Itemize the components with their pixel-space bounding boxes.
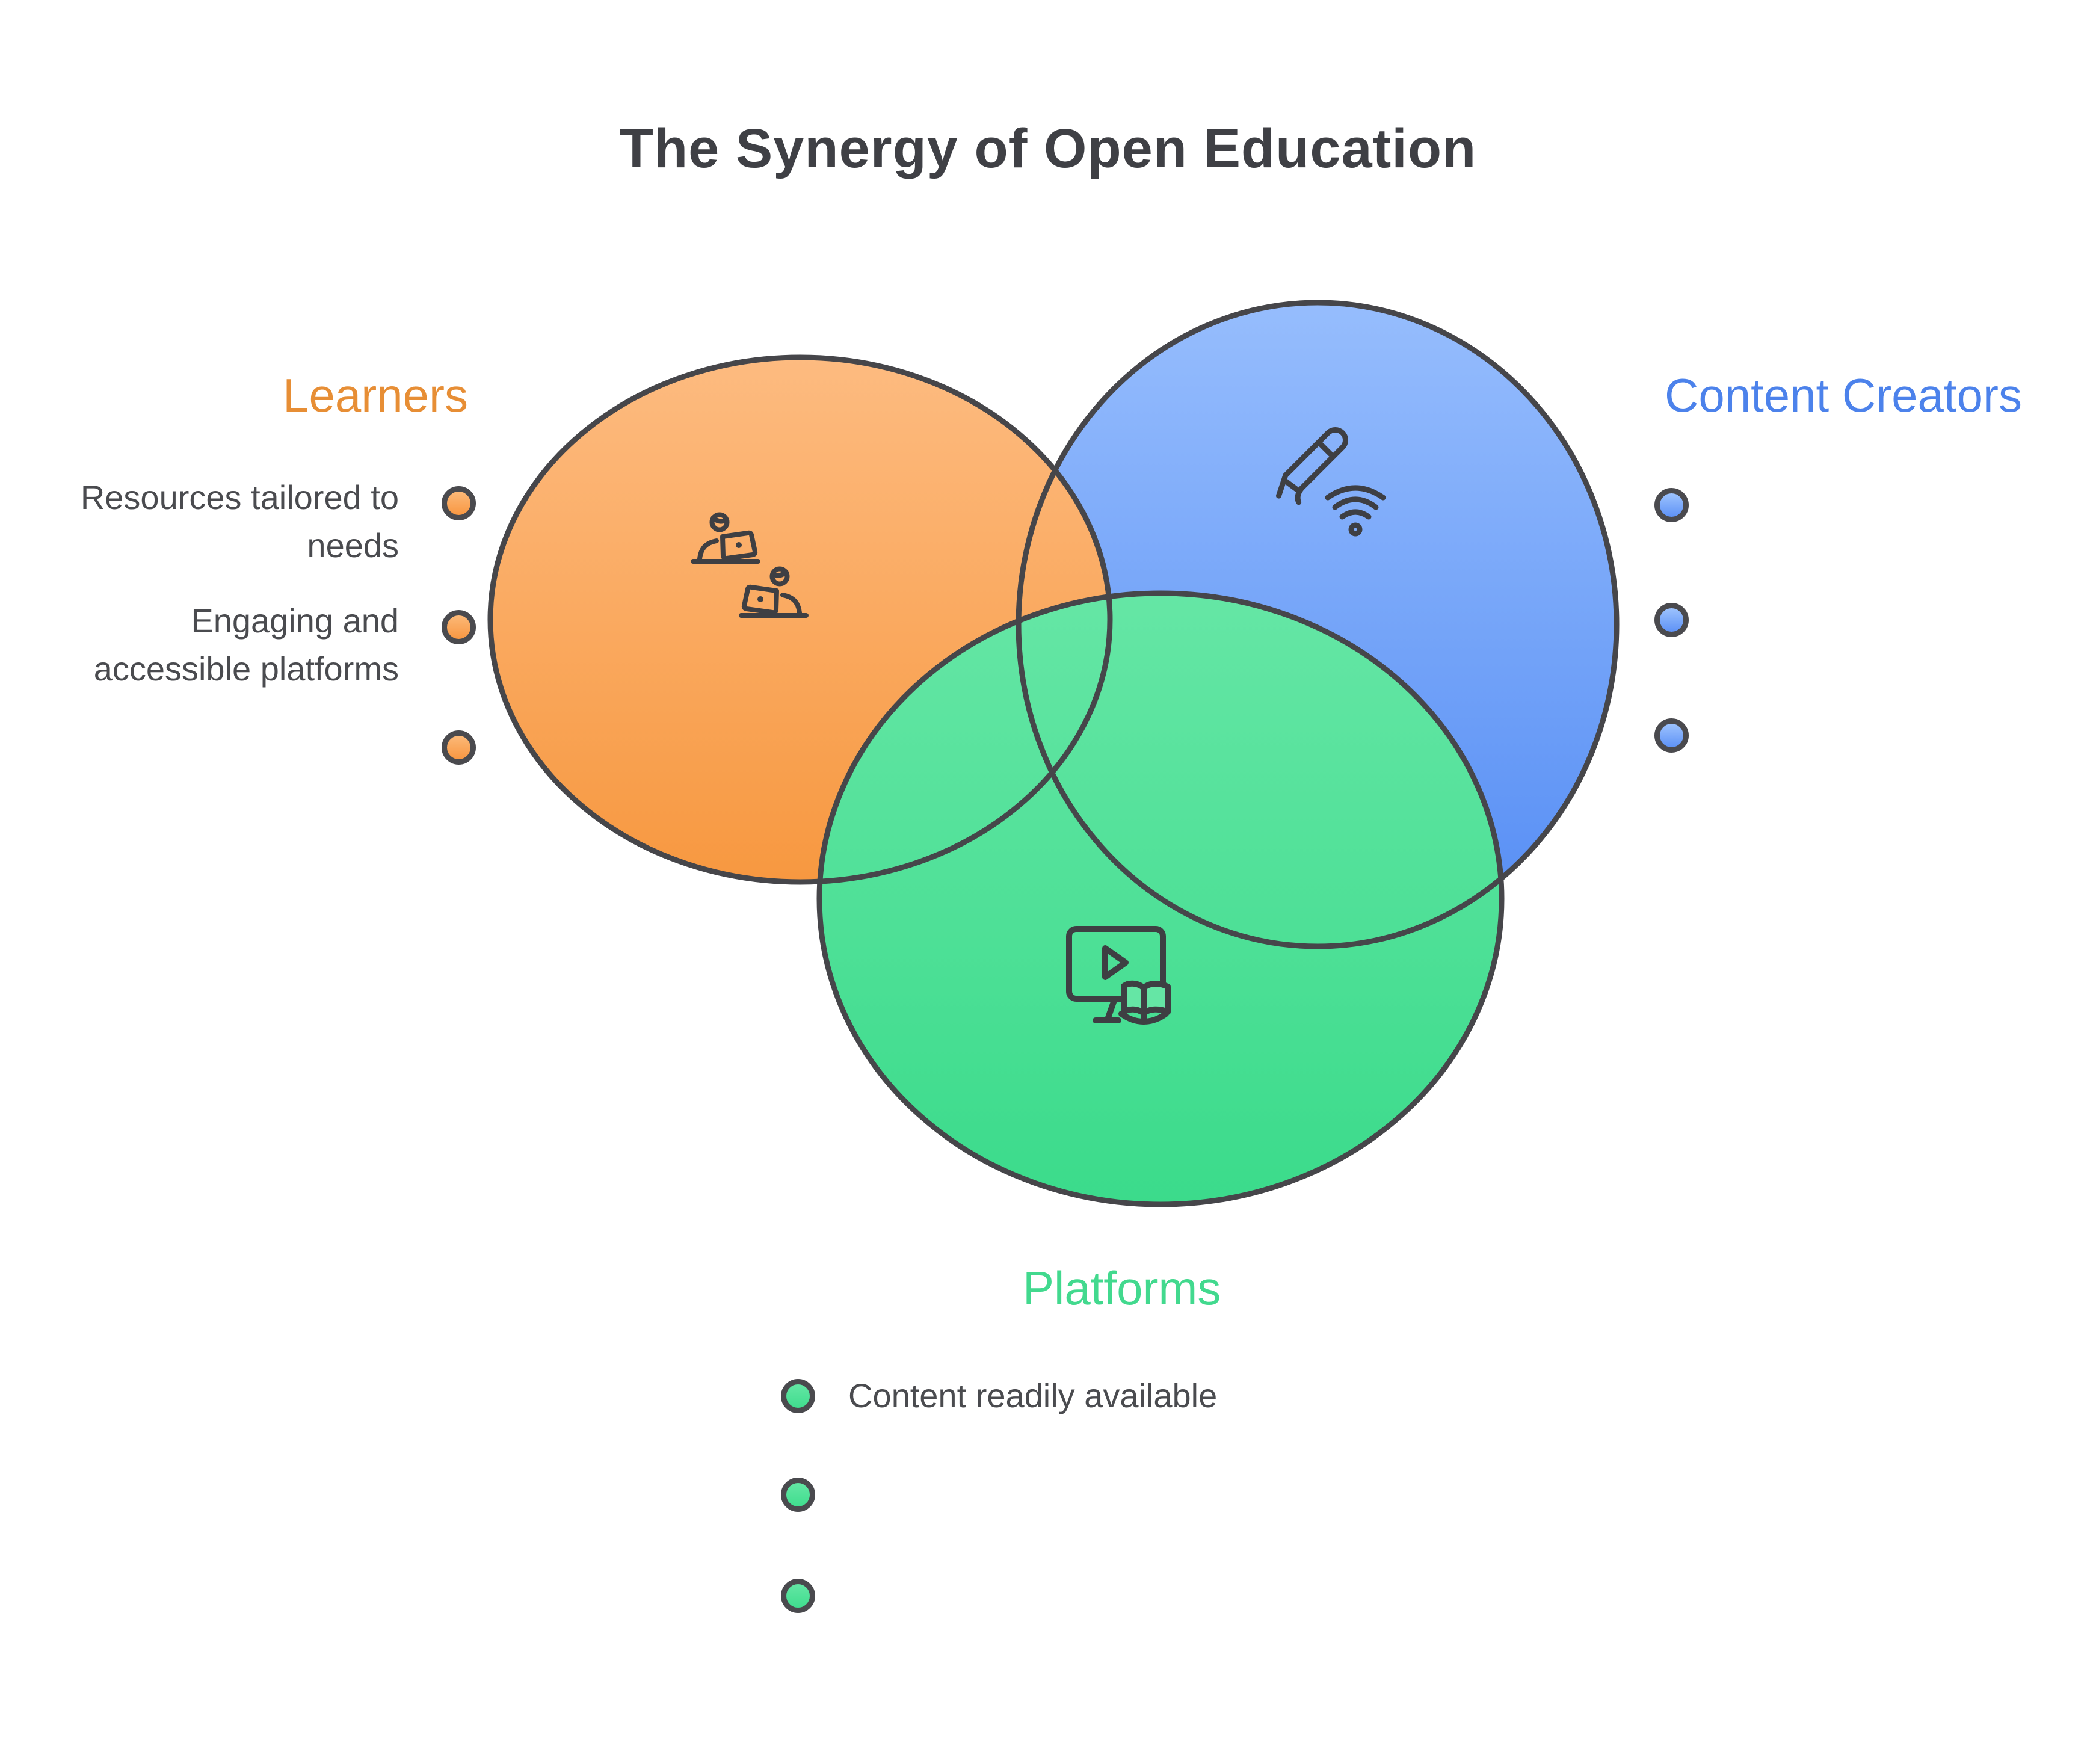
content-creators-label: Content Creators (1665, 369, 2022, 422)
platforms-bullet (781, 1478, 815, 1512)
platforms-bullet (781, 1579, 815, 1613)
learners-bullet (442, 610, 476, 644)
platforms-label: Platforms (1023, 1262, 1221, 1315)
people-at-laptops-icon (691, 512, 809, 618)
page-title: The Synergy of Open Education (619, 118, 1477, 179)
learners-item-text: Resources tailored to needs (80, 478, 399, 564)
learners-item-text: Engaging and accessible platforms (93, 602, 399, 688)
circle-outlines (487, 300, 1620, 1207)
pencil-wifi-signal-icon (1275, 427, 1386, 537)
creators-bullet (1654, 603, 1689, 637)
platforms-item-text: Content readily available (848, 1377, 1218, 1414)
creators-bullet (1654, 718, 1689, 753)
video-monitor-open-book-icon (1066, 926, 1171, 1025)
creators-bullet (1654, 488, 1689, 522)
learners-label: Learners (283, 369, 468, 422)
learners-bullet (442, 486, 476, 520)
platforms-bullet (781, 1379, 815, 1413)
learners-bullet (442, 730, 476, 765)
